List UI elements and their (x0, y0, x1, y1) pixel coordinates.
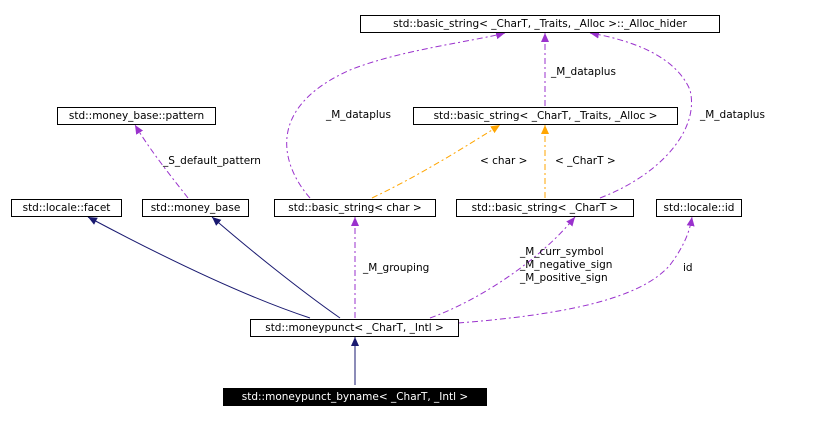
node-locale-id[interactable]: std::locale::id (656, 199, 742, 217)
node-moneypunct[interactable]: std::moneypunct< _CharT, _Intl > (250, 319, 459, 337)
edge-inherit-money-base (211, 216, 341, 319)
node-money-base-pattern[interactable]: std::money_base::pattern (57, 107, 216, 125)
label-chart-template: < _CharT > (555, 155, 616, 167)
node-basic-string-chart[interactable]: std::basic_string< _CharT > (456, 199, 634, 217)
label-curr-symbol-group: _M_curr_symbol _M_negative_sign _M_posit… (520, 246, 612, 285)
edge-char-template (371, 124, 501, 199)
edge-s-default-pattern (134, 124, 189, 199)
label-dataplus-right: _M_dataplus (700, 109, 765, 121)
edge-id (457, 216, 695, 324)
label-dataplus-mid: _M_dataplus (551, 66, 616, 78)
label-positive-sign: _M_positive_sign (520, 272, 608, 284)
label-grouping: _M_grouping (363, 262, 430, 274)
node-basic-string-full[interactable]: std::basic_string< _CharT, _Traits, _All… (413, 107, 678, 125)
node-alloc-hider[interactable]: std::basic_string< _CharT, _Traits, _All… (360, 15, 720, 33)
label-curr-symbol: _M_curr_symbol (520, 246, 604, 258)
edge-inherit-facet (87, 216, 311, 319)
label-dataplus-left: _M_dataplus (326, 109, 391, 121)
node-moneypunct-byname[interactable]: std::moneypunct_byname< _CharT, _Intl > (223, 388, 487, 406)
label-char-template: < char > (480, 155, 528, 167)
edge-curr-symbol (429, 216, 576, 319)
edge-dataplus-left (286, 31, 506, 199)
node-money-base[interactable]: std::money_base (142, 199, 249, 217)
node-locale-facet[interactable]: std::locale::facet (11, 199, 122, 217)
node-basic-string-char[interactable]: std::basic_string< char > (274, 199, 436, 217)
label-negative-sign: _M_negative_sign (520, 259, 613, 271)
label-s-default-pattern: _S_default_pattern (163, 155, 261, 167)
label-id: id (683, 262, 693, 274)
